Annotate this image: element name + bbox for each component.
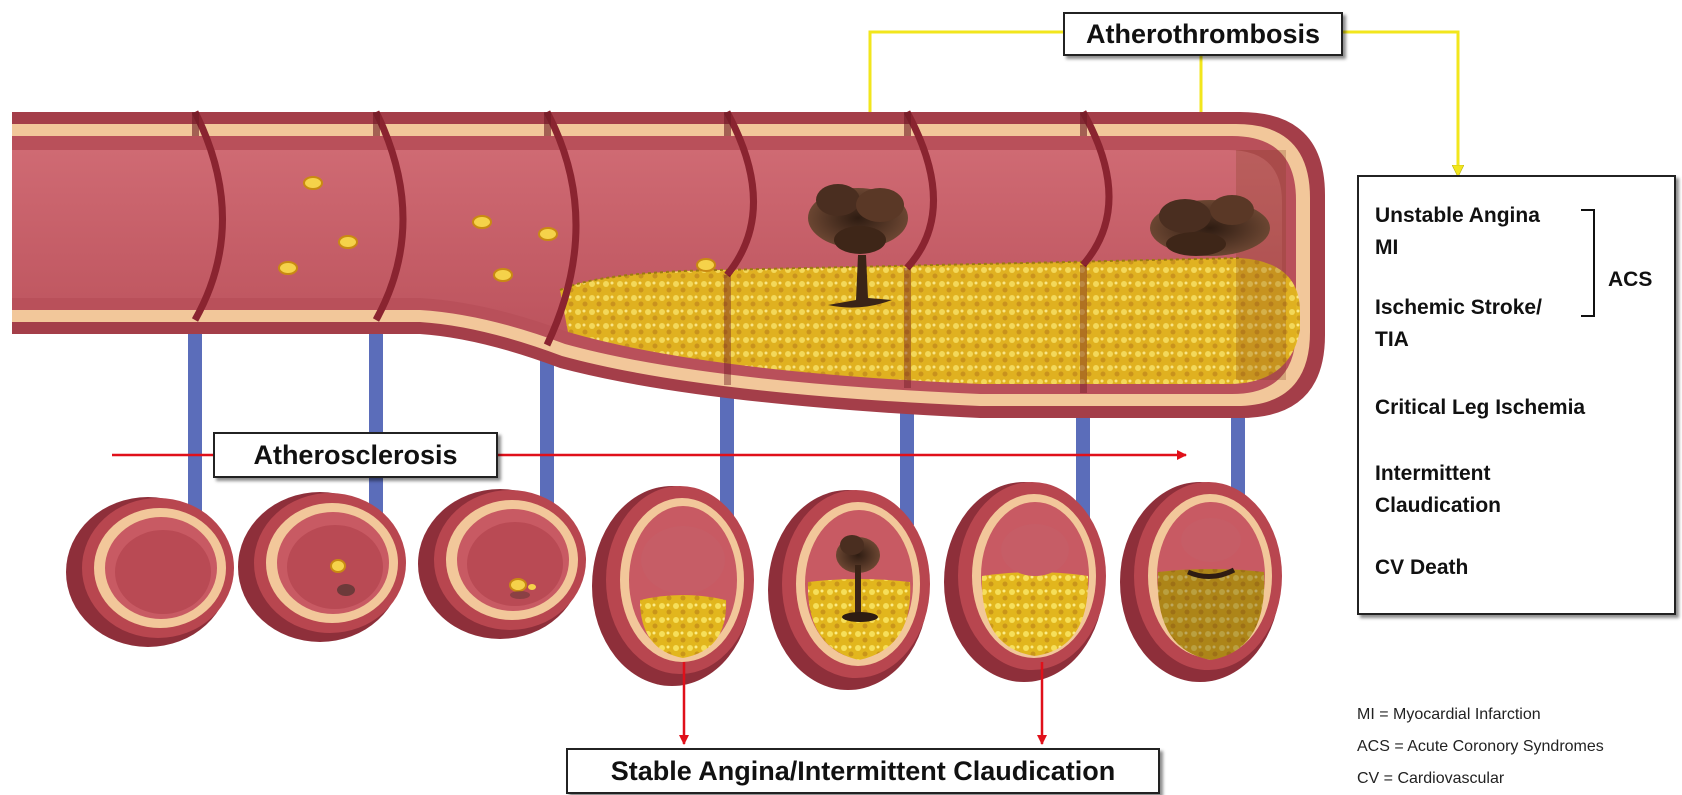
outcome-critical-leg-ischemia: Critical Leg Ischemia (1375, 393, 1585, 423)
cross-sections (66, 482, 1282, 690)
atherosclerosis-label: Atherosclerosis (213, 432, 498, 478)
outcome-tia: TIA (1375, 325, 1409, 355)
longitudinal-artery (12, 112, 1325, 418)
legend-mi: MI = Myocardial Infarction (1357, 706, 1541, 724)
cross-section-fatty-streak (418, 489, 586, 639)
outcome-claudication: Claudication (1375, 491, 1501, 521)
acs-bracket (1581, 209, 1595, 317)
cross-section-normal (66, 497, 234, 647)
thrombus-occlusive (1150, 195, 1270, 256)
cross-section-advanced-plaque (944, 482, 1106, 682)
atherothrombosis-label: Atherothrombosis (1063, 12, 1343, 56)
cross-section-occlusive-thrombus (1120, 482, 1282, 682)
cross-section-rupture-thrombus (768, 490, 930, 690)
cross-section-fibrous-plaque (592, 486, 754, 686)
outcome-mi: MI (1375, 233, 1398, 263)
outcome-cv-death: CV Death (1375, 553, 1468, 583)
cross-section-early (238, 492, 406, 642)
legend-acs: ACS = Acute Coronory Syndromes (1357, 738, 1604, 756)
outcome-ischemic-stroke: Ischemic Stroke/ (1375, 293, 1542, 323)
legend-cv: CV = Cardiovascular (1357, 770, 1504, 788)
outcome-unstable-angina: Unstable Angina (1375, 201, 1540, 231)
stable-angina-label: Stable Angina/Intermittent Claudication (566, 748, 1160, 794)
outcomes-box: Unstable Angina MI Ischemic Stroke/ TIA … (1357, 175, 1676, 615)
acs-label: ACS (1608, 265, 1652, 295)
outcome-intermittent: Intermittent (1375, 459, 1491, 489)
